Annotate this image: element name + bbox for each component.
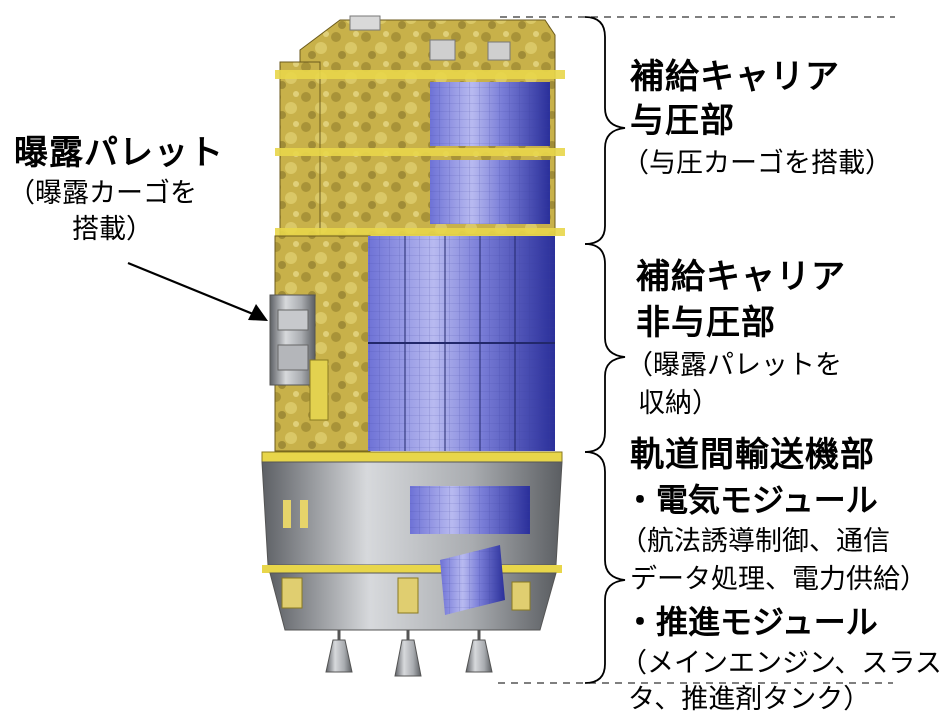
- exposed-pallet-note-line2: 搭載）: [72, 214, 153, 245]
- exposed-pallet-arrow: [127, 261, 268, 321]
- exposed-pallet-title: 曝露パレット: [14, 133, 224, 173]
- unpressurized-note-line1: （曝露パレットを: [626, 350, 842, 381]
- electric-module-note-line2: データ処理、電力供給）: [630, 564, 927, 595]
- brace-transfer: [584, 451, 626, 684]
- transfer-title: 軌道間輸送機部: [630, 435, 875, 475]
- unpressurized-section: [269, 235, 555, 452]
- propulsion-module-note-line2: タ、推進剤タンク）: [628, 684, 871, 715]
- unpressurized-title-line1: 補給キャリア: [636, 257, 846, 297]
- exposed-pallet-note-line1: （曝露カーゴを: [8, 178, 197, 209]
- pressurized-section: [275, 15, 565, 238]
- unpressurized-title-line2: 非与圧部: [636, 303, 776, 343]
- brace-pressurized: [584, 16, 626, 245]
- exposed-pallet: [269, 294, 329, 421]
- unpressurized-note-line2: 収納）: [638, 388, 719, 419]
- electric-module-note-line1: （航法誘導制御、通信: [620, 526, 890, 557]
- brace-unpressurized: [584, 243, 626, 453]
- electric-module-title: ・電気モジュール: [624, 481, 878, 519]
- transfer-vehicle-section: [261, 451, 563, 677]
- propulsion-module-note-line1: （メインエンジン、スラス: [620, 648, 942, 679]
- pressurized-title-line1: 補給キャリア: [630, 57, 840, 97]
- pressurized-note: （与圧カーゴを搭載）: [622, 148, 892, 179]
- propulsion-module-title: ・推進モジュール: [624, 603, 878, 641]
- pressurized-title-line2: 与圧部: [630, 101, 735, 141]
